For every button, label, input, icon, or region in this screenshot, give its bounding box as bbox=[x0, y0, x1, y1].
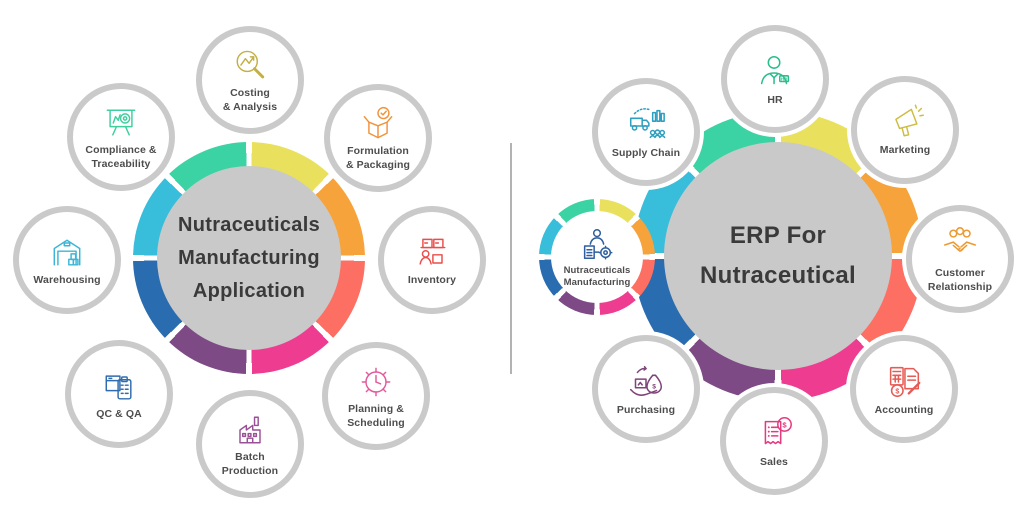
left-center-title-line: Manufacturing bbox=[178, 246, 320, 269]
presentation-gear-icon bbox=[101, 103, 141, 143]
node-label: Nutraceuticals Manufacturing bbox=[563, 264, 631, 288]
node-supply-chain: Supply Chain bbox=[592, 78, 700, 186]
node-label: Costing & Analysis bbox=[222, 87, 278, 113]
svg-text:$: $ bbox=[895, 387, 899, 395]
truck-factory-icon bbox=[625, 104, 667, 146]
vertical-divider bbox=[510, 143, 512, 374]
node-label: Inventory bbox=[407, 273, 457, 286]
node-compliance-traceability: Compliance & Traceability bbox=[67, 83, 175, 191]
node-planning-scheduling: Planning & Scheduling bbox=[322, 342, 430, 450]
node-label: QC & QA bbox=[96, 407, 142, 420]
clock-gear-icon bbox=[356, 362, 396, 402]
svg-text:$: $ bbox=[782, 420, 787, 429]
left-center-title-line: Nutraceuticals bbox=[177, 213, 321, 236]
open-box-check-icon bbox=[358, 104, 398, 144]
node-customer-relationship: Customer Relationship bbox=[906, 205, 1014, 313]
node-label: Marketing bbox=[879, 143, 931, 156]
node-sales: $ Sales bbox=[720, 387, 828, 495]
node-label: Planning & Scheduling bbox=[347, 403, 405, 429]
hand-moneybag-icon: $ bbox=[625, 361, 667, 403]
node-label: Supply Chain bbox=[611, 146, 681, 159]
right-center-title-line: Nutraceutical bbox=[700, 262, 856, 289]
node-label: Formulation & Packaging bbox=[345, 145, 411, 171]
person-doc-gear-icon bbox=[578, 226, 616, 264]
node-marketing: Marketing bbox=[851, 76, 959, 184]
node-warehousing: Warehousing bbox=[13, 206, 121, 314]
left-center-circle: Nutraceuticals Manufacturing Application bbox=[157, 166, 341, 350]
warehouse-icon bbox=[47, 233, 87, 273]
calculator-doc-icon: $ bbox=[883, 361, 925, 403]
node-accounting: $ Accounting bbox=[850, 335, 958, 443]
right-center-circle: ERP For Nutraceutical bbox=[664, 142, 892, 370]
node-inventory: Inventory bbox=[378, 206, 486, 314]
megaphone-icon bbox=[885, 103, 925, 143]
box-clipboard-icon bbox=[99, 367, 139, 407]
node-formulation-packaging: Formulation & Packaging bbox=[324, 84, 432, 192]
node-label: Customer Relationship bbox=[927, 267, 993, 293]
handshake-icon bbox=[939, 224, 981, 266]
node-label: Compliance & Traceability bbox=[85, 144, 157, 170]
hr-person-icon: HR bbox=[754, 51, 796, 93]
stacked-boxes-icon bbox=[412, 233, 452, 273]
node-batch-production: Batch Production bbox=[196, 390, 304, 498]
node-label: Batch Production bbox=[221, 451, 279, 477]
receipt-dollar-icon: $ bbox=[753, 413, 795, 455]
node-label: Sales bbox=[760, 455, 788, 468]
left-center-title-line: Application bbox=[192, 279, 306, 302]
node-qc-qa: QC & QA bbox=[65, 340, 173, 448]
svg-text:$: $ bbox=[652, 384, 656, 391]
node-label: HR bbox=[767, 93, 783, 106]
node-label: Warehousing bbox=[33, 273, 101, 286]
factory-icon bbox=[230, 410, 270, 450]
svg-text:HR: HR bbox=[781, 76, 788, 81]
node-hr: HR HR bbox=[721, 25, 829, 133]
node-purchasing: $ Purchasing bbox=[592, 335, 700, 443]
right-center-title-line: ERP For bbox=[729, 222, 827, 249]
node-label: Accounting bbox=[874, 403, 934, 416]
node-nutraceuticals-manufacturing: Nutraceuticals Manufacturing bbox=[551, 211, 643, 303]
magnifier-chart-icon bbox=[230, 46, 270, 86]
node-label: Purchasing bbox=[616, 403, 676, 416]
node-costing-analysis: Costing & Analysis bbox=[196, 26, 304, 134]
